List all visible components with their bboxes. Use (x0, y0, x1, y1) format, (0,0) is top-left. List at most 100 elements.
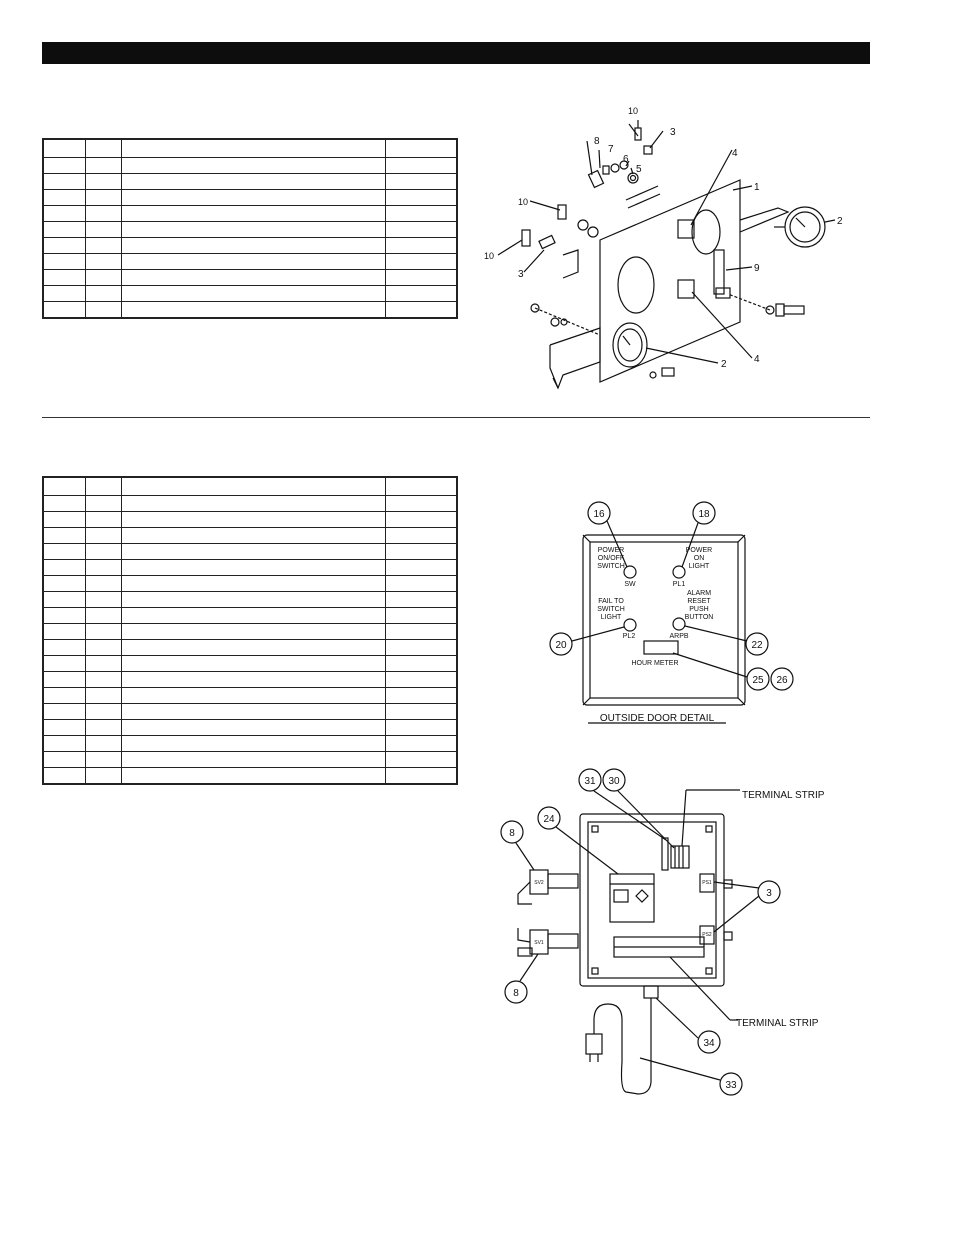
parts-table-bottom-cell (384, 655, 458, 672)
callout-34: 34 (703, 1038, 715, 1049)
parts-table-top-cell (84, 157, 122, 174)
parts-table-top-cell (42, 269, 86, 286)
callout-24: 24 (543, 814, 555, 825)
parts-table-bottom-row (42, 719, 458, 736)
parts-table-bottom-row (42, 495, 458, 512)
pl2-label: PL2 (623, 633, 636, 640)
power-light-label-3: LIGHT (689, 563, 710, 570)
parts-table-bottom-cell (120, 751, 386, 768)
parts-table-top-row (42, 205, 458, 222)
parts-table-bottom-cell (84, 476, 122, 496)
parts-table-bottom-row (42, 591, 458, 608)
parts-table-bottom-row (42, 767, 458, 785)
parts-table-top-cell (120, 237, 386, 254)
parts-table-top-cell (42, 253, 86, 270)
parts-table-bottom-cell (120, 655, 386, 672)
parts-table-bottom-cell (120, 591, 386, 608)
parts-table-bottom-row (42, 687, 458, 704)
alarm-button-symbol (672, 617, 686, 631)
parts-table-bottom-cell (120, 575, 386, 592)
parts-table-bottom-cell (84, 543, 122, 560)
parts-table-top (42, 138, 458, 319)
parts-table-bottom-cell (120, 543, 386, 560)
parts-table-top-cell (84, 189, 122, 206)
parts-table-bottom-cell (384, 495, 458, 512)
parts-table-bottom-row (42, 735, 458, 752)
sv1-label: SV1 (534, 940, 544, 946)
parts-table-bottom-cell (120, 767, 386, 785)
parts-table-bottom-cell (120, 476, 386, 496)
callout-8: 8 (594, 136, 600, 147)
ps2-label: PS2 (702, 932, 712, 938)
parts-table-bottom-cell (84, 719, 122, 736)
parts-table-bottom-cell (84, 559, 122, 576)
arpb-label: ARPB (669, 633, 688, 640)
parts-table-bottom-cell (84, 607, 122, 624)
parts-table-bottom-cell (384, 476, 458, 496)
parts-table-top-cell (120, 189, 386, 206)
parts-table-bottom-cell (384, 735, 458, 752)
parts-table-bottom-row (42, 543, 458, 560)
parts-table-bottom-row (42, 751, 458, 768)
outside-door-caption: OUTSIDE DOOR DETAIL (600, 713, 715, 724)
parts-table-bottom-cell (42, 559, 86, 576)
parts-table-top-cell (42, 221, 86, 238)
parts-table-bottom-cell (384, 591, 458, 608)
parts-table-bottom-cell (84, 591, 122, 608)
callout-7: 7 (608, 144, 614, 155)
parts-table-top-cell (84, 301, 122, 319)
parts-table-bottom-cell (384, 767, 458, 785)
callout-25: 25 (752, 675, 764, 686)
fail-light-label-3: LIGHT (601, 614, 622, 621)
parts-table-top-cell (42, 157, 86, 174)
parts-table-bottom (42, 476, 458, 785)
parts-table-top-row (42, 157, 458, 174)
parts-table-top-cell (42, 285, 86, 302)
parts-table-bottom-cell (384, 671, 458, 688)
parts-table-bottom-cell (42, 655, 86, 672)
parts-table-bottom-cell (120, 687, 386, 704)
parts-table-bottom-cell (84, 575, 122, 592)
callout-2a: 2 (837, 216, 843, 227)
parts-table-bottom-cell (84, 703, 122, 720)
power-switch-label-2: ON/OFF (598, 555, 624, 562)
parts-table-bottom-cell (120, 671, 386, 688)
callout-8-bottom: 8 (513, 988, 519, 999)
parts-table-top-row (42, 237, 458, 254)
parts-table-top-cell (84, 285, 122, 302)
parts-table-bottom-cell (384, 719, 458, 736)
callout-10b: 10 (518, 197, 528, 207)
parts-table-top-cell (84, 253, 122, 270)
parts-table-top-cell (84, 205, 122, 222)
power-switch-label-1: POWER (598, 547, 624, 554)
parts-table-bottom-cell (384, 575, 458, 592)
callout-1: 1 (754, 182, 760, 193)
callout-31: 31 (584, 776, 596, 787)
callout-30: 30 (608, 776, 620, 787)
power-light-symbol (672, 565, 686, 579)
parts-table-bottom-cell (42, 639, 86, 656)
parts-table-bottom-cell (84, 623, 122, 640)
parts-table-bottom-cell (42, 527, 86, 544)
fail-light-symbol (623, 618, 637, 632)
parts-table-bottom-cell (42, 751, 86, 768)
parts-table-top-row (42, 221, 458, 238)
alarm-label-1: ALARM (687, 590, 711, 597)
parts-table-top-cell (42, 138, 86, 158)
parts-table-bottom-cell (84, 751, 122, 768)
parts-table-bottom-cell (120, 607, 386, 624)
parts-table-top-cell (384, 301, 458, 319)
parts-table-top-row (42, 253, 458, 270)
alarm-label-3: PUSH (689, 606, 708, 613)
parts-table-bottom-cell (42, 671, 86, 688)
section-divider (42, 417, 870, 418)
parts-table-top-row (42, 269, 458, 286)
parts-table-top-cell (42, 189, 86, 206)
parts-table-bottom-cell (42, 607, 86, 624)
parts-table-bottom-cell (384, 607, 458, 624)
parts-table-top-cell (384, 269, 458, 286)
parts-table-bottom-cell (120, 623, 386, 640)
parts-table-top-row (42, 301, 458, 319)
callout-22: 22 (751, 640, 763, 651)
inside-panel-diagram: 31 30 24 8 3 8 34 33 TERMINAL STRIP TERM… (500, 768, 825, 1096)
